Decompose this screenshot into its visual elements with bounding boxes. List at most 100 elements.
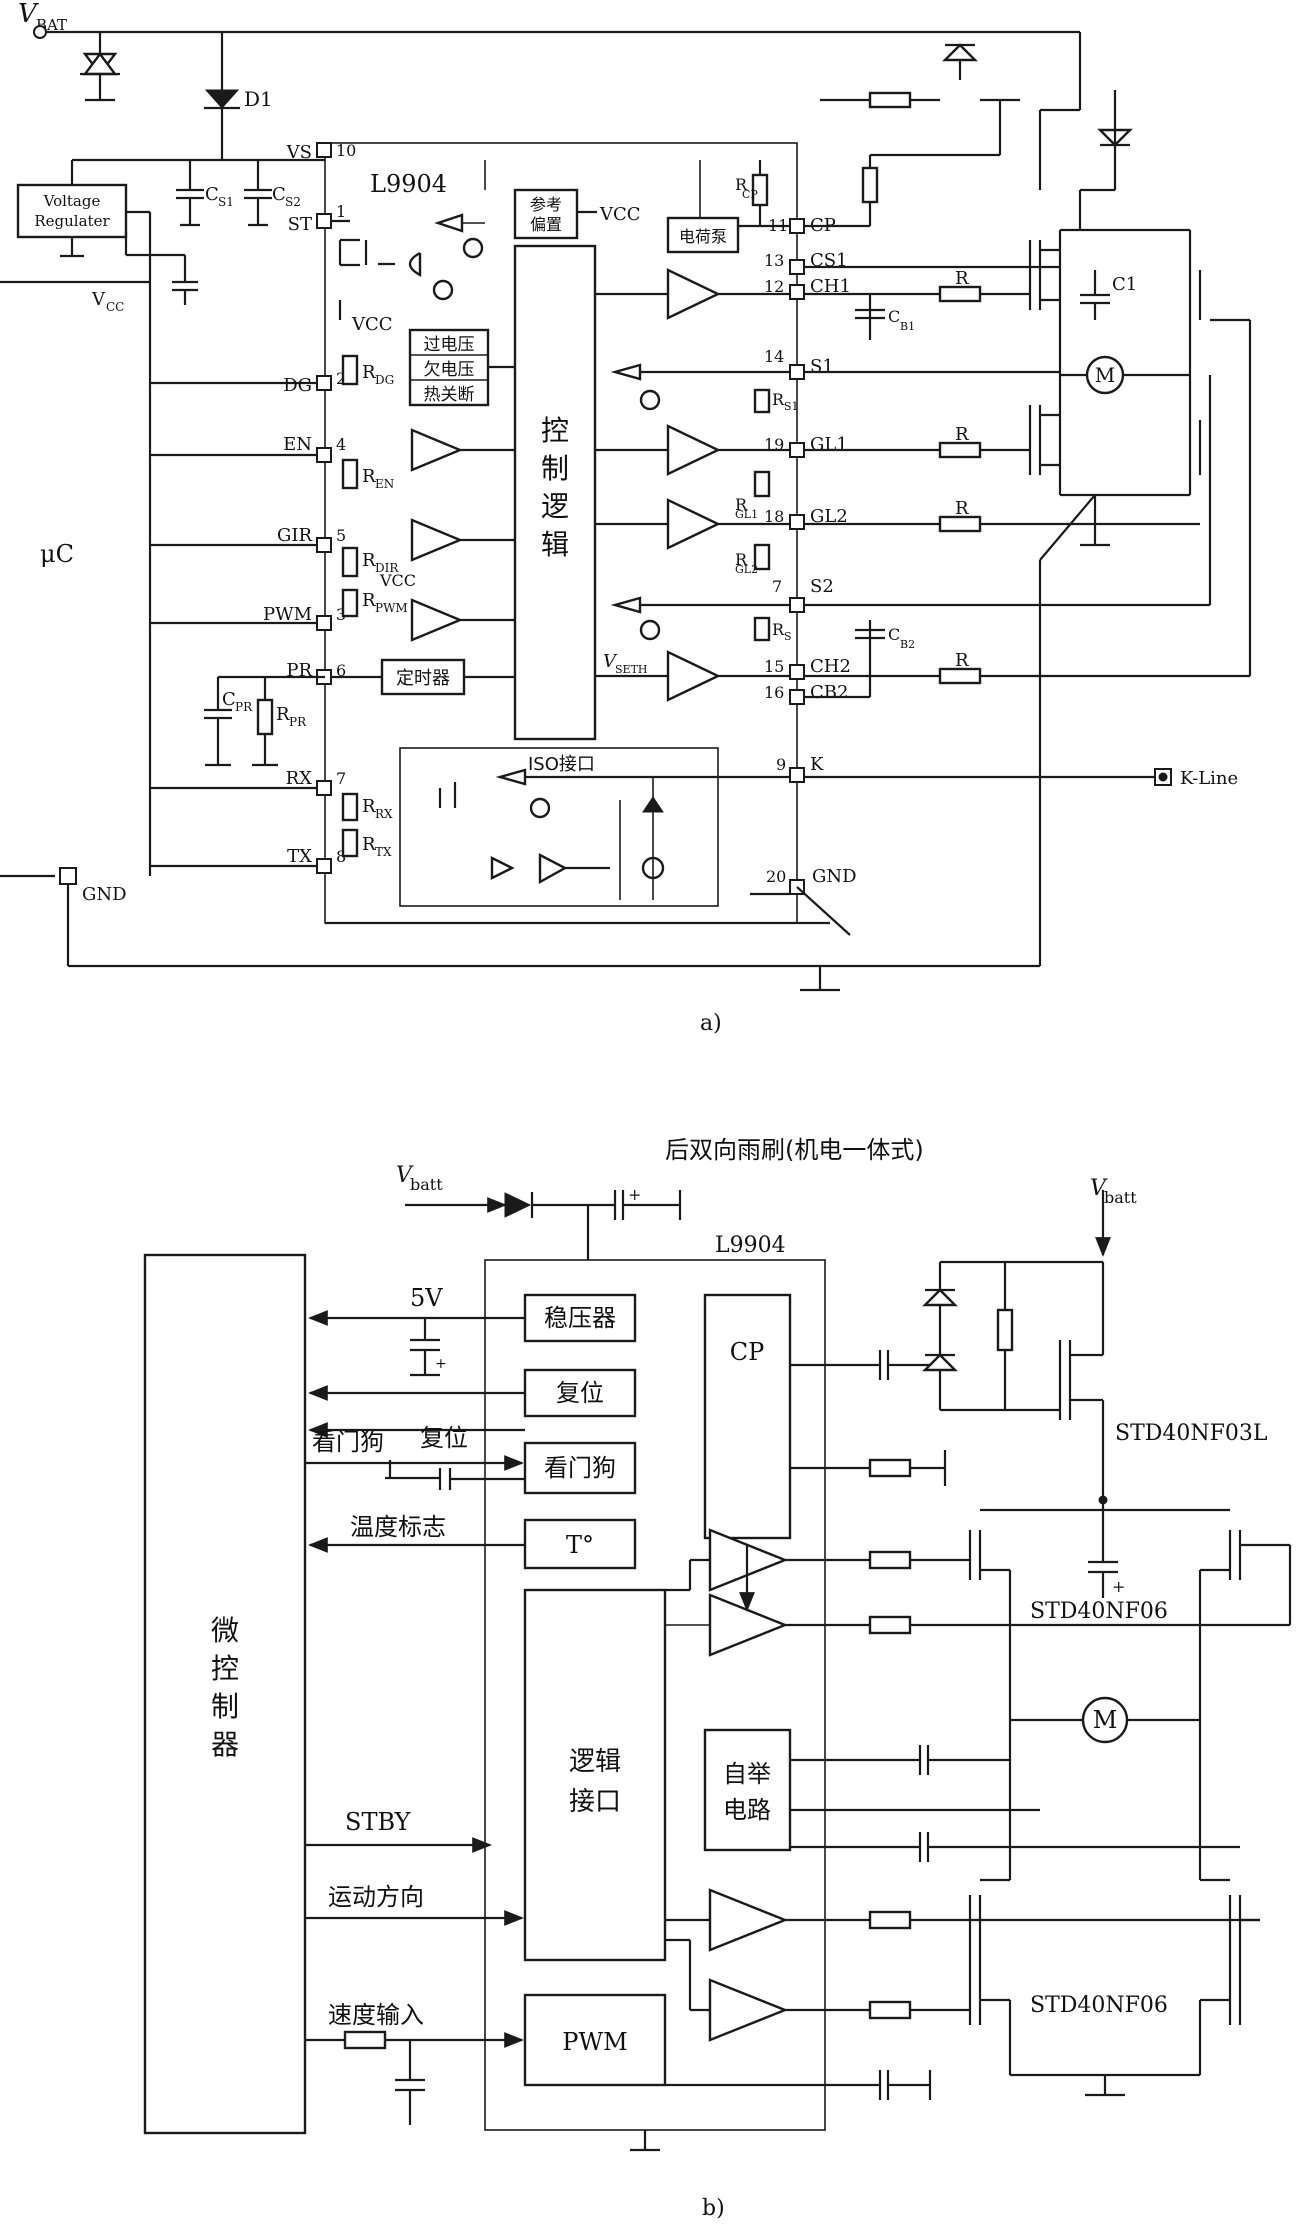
svg-text:CB2: CB2 (810, 682, 848, 703)
voltage-regulator-label-1: Voltage (43, 192, 101, 210)
bootstrap-box (703, 1728, 792, 1852)
svg-text:逻辑: 逻辑 (569, 1747, 621, 1777)
pin-k[interactable] (789, 767, 805, 783)
right-internal-resistors: R S1 R GL1 R GL2 R S (735, 388, 799, 643)
mcu-signals: 5V + 复位 看门狗 温度标志 STBY 运动方向 速度输入 (305, 1284, 525, 2125)
svg-text:CH1: CH1 (810, 276, 851, 297)
pin-ch1[interactable] (789, 284, 805, 300)
svg-text:7: 7 (772, 577, 782, 596)
charge-pump-box (666, 216, 740, 254)
pin-gir[interactable] (316, 537, 332, 553)
pin-en[interactable] (316, 447, 332, 463)
svg-text:R: R (955, 268, 969, 289)
svg-text:C: C (888, 625, 900, 644)
svg-text:定时器: 定时器 (396, 668, 450, 689)
vbat-terminal[interactable] (33, 25, 47, 39)
svg-text:R: R (955, 498, 969, 519)
pin-tx[interactable] (316, 858, 332, 874)
svg-text:C: C (222, 689, 236, 710)
uc-label: μC (40, 540, 74, 568)
pin-ch2[interactable] (789, 664, 805, 680)
svg-text:GL1: GL1 (810, 434, 848, 455)
pin-cb2[interactable] (789, 689, 805, 705)
svg-text:R: R (276, 704, 290, 725)
diagram-a: V BAT D1 Voltage Regulater C S1 (0, 0, 1252, 1036)
pin-rx[interactable] (316, 780, 332, 796)
vcc-small-label: VCC (351, 314, 393, 335)
pin-pwm[interactable] (316, 615, 332, 631)
svg-text:电荷泵: 电荷泵 (679, 227, 727, 246)
svg-text:R: R (735, 550, 748, 569)
svg-text:C1: C1 (1112, 274, 1137, 295)
svg-text:制: 制 (541, 452, 569, 485)
timer-box (380, 658, 466, 696)
uc-gnd-label: GND (82, 884, 127, 905)
svg-text:+: + (628, 1185, 641, 1204)
svg-text:B2: B2 (900, 638, 915, 651)
svg-text:R: R (955, 424, 969, 445)
svg-text:3: 3 (336, 605, 346, 624)
temp-box (523, 1518, 637, 1570)
input-buffers (410, 428, 515, 642)
gate-drivers-a: V SETH (595, 268, 790, 702)
svg-text:K: K (810, 754, 824, 775)
svg-text:PR: PR (235, 700, 253, 714)
pin-cs1[interactable] (789, 259, 805, 275)
svg-text:R: R (362, 550, 376, 571)
svg-text:过电压: 过电压 (424, 335, 475, 355)
svg-text:R: R (772, 390, 785, 409)
uc-gnd-pin[interactable] (59, 867, 77, 885)
svg-text:DG: DG (283, 375, 312, 396)
svg-text:11: 11 (768, 216, 788, 235)
chip-left-pins: VS 10 ST 1 DG 2 EN 4 GIR 5 PWM 3 PR 6 RX… (263, 141, 356, 874)
svg-text:看门狗: 看门狗 (544, 1454, 616, 1482)
svg-text:CS1: CS1 (810, 250, 848, 271)
svg-text:19: 19 (764, 435, 784, 454)
svg-text:M: M (1095, 363, 1115, 387)
pin-dg[interactable] (316, 375, 332, 391)
svg-text:batt: batt (410, 1175, 443, 1194)
svg-text:RX: RX (375, 807, 393, 821)
svg-text:V: V (1090, 1176, 1108, 1201)
svg-text:C: C (888, 307, 900, 326)
pin-st[interactable] (316, 213, 332, 229)
svg-text:R: R (955, 650, 969, 671)
iso-interface-box (399, 747, 719, 907)
svg-text:R: R (362, 590, 376, 611)
pr-network: C PR R PR (204, 675, 325, 767)
svg-text:GL1: GL1 (735, 508, 758, 521)
svg-text:PWM: PWM (562, 2028, 627, 2056)
voltage-regulator-label-2: Regulater (34, 212, 110, 230)
svg-text:GL2: GL2 (735, 563, 758, 576)
svg-text:R: R (362, 362, 376, 383)
svg-text:C: C (272, 184, 286, 205)
svg-text:8: 8 (336, 847, 346, 866)
svg-text:CP: CP (742, 188, 758, 201)
svg-text:自举: 自举 (723, 1760, 771, 1788)
svg-text:6: 6 (336, 661, 346, 680)
svg-text:辑: 辑 (541, 528, 569, 561)
svg-text:DIR: DIR (375, 561, 399, 575)
svg-text:制: 制 (211, 1690, 239, 1723)
pin-gl1[interactable] (789, 442, 805, 458)
caption-a: a) (700, 1011, 722, 1036)
svg-text:欠电压: 欠电压 (424, 360, 475, 380)
pin-cp[interactable] (789, 218, 805, 234)
svg-text:EN: EN (375, 477, 394, 491)
pin-vs[interactable] (316, 142, 332, 158)
svg-text:器: 器 (211, 1728, 239, 1761)
protection-box (408, 328, 490, 407)
svg-text:1: 1 (336, 202, 346, 221)
svg-text:V: V (396, 1163, 414, 1188)
svg-text:TX: TX (375, 845, 392, 859)
pin-s2[interactable] (789, 597, 805, 613)
svg-text:2: 2 (336, 369, 346, 388)
svg-text:L9904: L9904 (715, 1233, 786, 1258)
pin-s1[interactable] (789, 364, 805, 380)
caption-b: b) (702, 2196, 725, 2221)
svg-text:SETH: SETH (615, 663, 648, 676)
svg-text:参考: 参考 (530, 195, 562, 214)
pin-gl2[interactable] (789, 514, 805, 530)
svg-text:STBY: STBY (345, 1808, 412, 1836)
